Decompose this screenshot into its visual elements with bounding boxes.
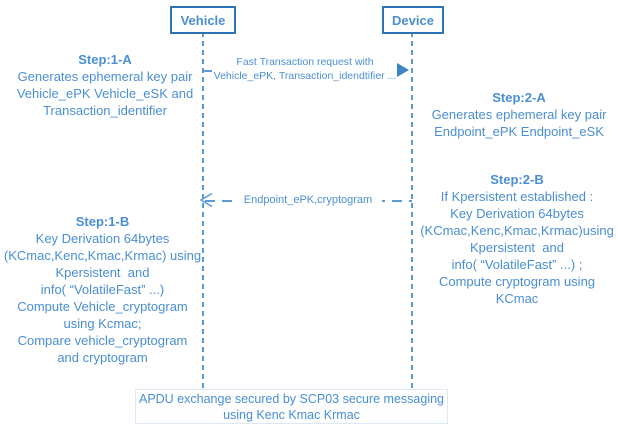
actor-device-label: Device — [392, 12, 434, 28]
vehicle-lifeline — [202, 32, 204, 390]
request-message-start-tick — [203, 70, 212, 72]
open-arrowhead-left-icon — [199, 192, 213, 208]
device-lifeline — [411, 32, 413, 390]
step-1b-note: Step:1-B Key Derivation 64bytes (KCmac,K… — [0, 213, 205, 366]
apdu-footer-text: APDU exchange secured by SCP03 secure me… — [138, 391, 445, 422]
actor-vehicle-box: Vehicle — [170, 6, 236, 34]
step-2b-title: Step:2-B — [490, 172, 544, 187]
step-1a-title: Step:1-A — [78, 52, 132, 67]
step-1a-body: Generates ephemeral key pair Vehicle_ePK… — [16, 69, 194, 118]
apdu-footer-note: APDU exchange secured by SCP03 secure me… — [135, 389, 448, 424]
step-2b-note: Step:2-B If Kpersistent established : Ke… — [417, 171, 617, 307]
request-message-label: Fast Transaction request with Vehicle_eP… — [213, 56, 397, 82]
step-2a-title: Step:2-A — [492, 90, 546, 105]
step-2a-body: Generates ephemeral key pair Endpoint_eP… — [431, 107, 607, 139]
step-1b-body: Key Derivation 64bytes (KCmac,Kenc,Kmac,… — [3, 231, 202, 365]
actor-vehicle-label: Vehicle — [180, 12, 226, 28]
step-1a-note: Step:1-A Generates ephemeral key pair Ve… — [5, 51, 205, 119]
step-2b-body: If Kpersistent established : Key Derivat… — [420, 189, 614, 306]
step-1b-title: Step:1-B — [75, 214, 130, 229]
response-message-label: Endpoint_ePK,cryptogram — [234, 193, 382, 207]
actor-device-box: Device — [382, 6, 444, 34]
step-2a-note: Step:2-A Generates ephemeral key pair En… — [424, 89, 614, 140]
filled-arrowhead-right-icon — [397, 63, 409, 77]
